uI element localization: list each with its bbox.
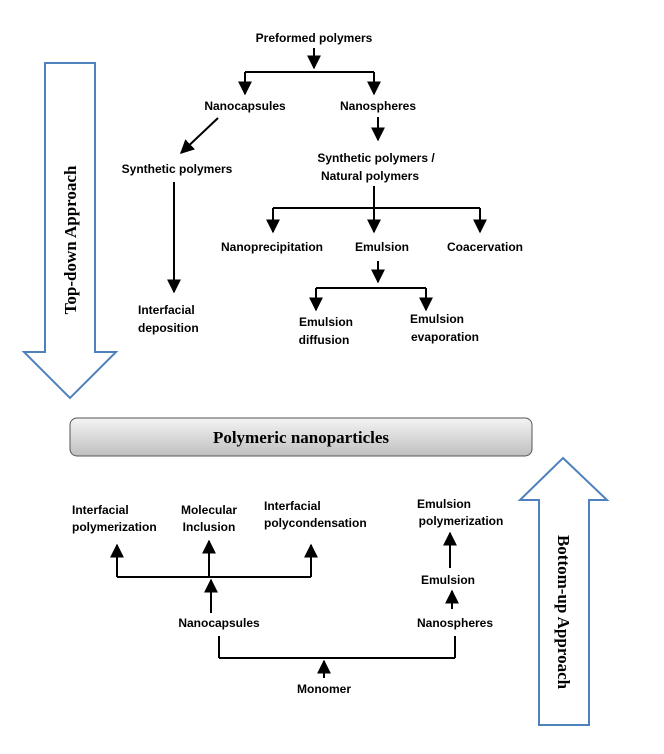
interfacial-polymerization-line1: Interfacial — [72, 503, 129, 517]
emulsion-label: Emulsion — [355, 240, 409, 254]
nanoprecipitation-label: Nanoprecipitation — [221, 240, 323, 254]
emulsion-evaporation-line1: Emulsion — [410, 312, 464, 326]
emulsion-diffusion-line2: diffusion — [299, 333, 350, 347]
nanocapsules-label: Nanocapsules — [204, 99, 286, 113]
top-down-arrow — [21, 62, 119, 400]
emulsion-bottom-label: Emulsion — [421, 573, 475, 587]
interfacial-deposition-line2: deposition — [138, 321, 199, 335]
nanocapsules-bottom-label: Nanocapsules — [178, 616, 260, 630]
preformed-polymers-label: Preformed polymers — [256, 31, 373, 45]
synthetic-natural-polymers-line2: Natural polymers — [321, 169, 419, 183]
top-down-approach-label: Top-down Approach — [61, 165, 80, 314]
bottom-up-arrow — [517, 456, 610, 726]
connector — [179, 117, 219, 154]
nanospheres-label: Nanospheres — [340, 99, 416, 113]
monomer-label: Monomer — [297, 682, 351, 696]
coacervation-label: Coacervation — [447, 240, 523, 254]
interfacial-polymerization-line2: polymerization — [72, 520, 157, 534]
interfacial-deposition-line1: Interfacial — [138, 303, 195, 317]
nanospheres-bottom-label: Nanospheres — [417, 616, 493, 630]
emulsion-diffusion-line1: Emulsion — [299, 315, 353, 329]
interfacial-polycondensation-line2: polycondensation — [264, 516, 367, 530]
bottom-up-approach-label: Bottom-up Approach — [554, 535, 573, 690]
interfacial-polycondensation-line1: Interfacial — [264, 499, 321, 513]
molecular-inclusion-line1: Molecular — [181, 503, 237, 517]
emulsion-polymerization-line1: Emulsion — [417, 497, 471, 511]
synthetic-natural-polymers-line1: Synthetic polymers / — [317, 151, 435, 165]
emulsion-polymerization-line2: polymerization — [419, 514, 504, 528]
synthetic-polymers-label: Synthetic polymers — [122, 162, 233, 176]
polymeric-nanoparticles-title: Polymeric nanoparticles — [213, 428, 389, 447]
molecular-inclusion-line2: Inclusion — [183, 520, 236, 534]
emulsion-evaporation-line2: evaporation — [411, 330, 479, 344]
polymeric-nanoparticles-box — [69, 417, 533, 457]
